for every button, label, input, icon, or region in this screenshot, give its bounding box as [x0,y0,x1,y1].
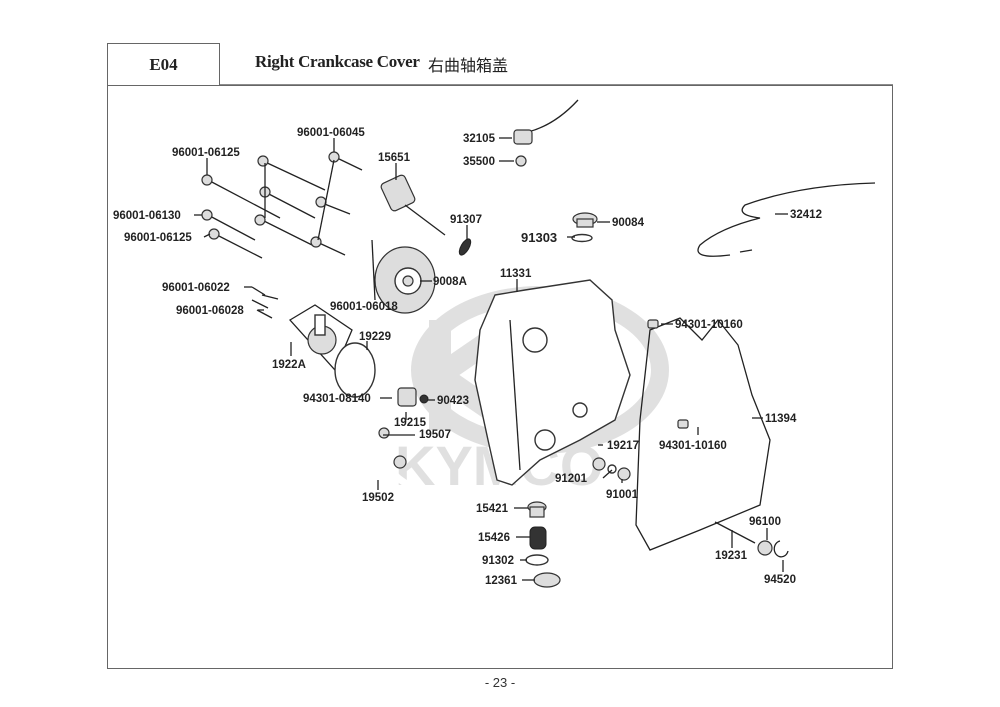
label-96001-06130: 96001-06130 [113,210,181,222]
label-96001-06125-2: 96001-06125 [124,232,192,244]
label-96100: 96100 [749,516,781,528]
label-35500: 35500 [463,156,495,168]
label-15651: 15651 [378,152,411,164]
part-15651-drawing [380,174,446,236]
label-19502: 19502 [362,492,394,504]
label-15421: 15421 [476,503,509,515]
label-91201: 91201 [555,473,588,485]
bolts-group [201,151,363,259]
label-19229: 19229 [359,331,391,343]
page-title: Right Crankcase Cover [255,52,420,71]
label-32105: 32105 [463,133,496,145]
part-32105-drawing [513,99,579,167]
label-91001: 91001 [606,489,639,501]
part-90084-drawing [571,212,598,243]
page-title-chinese: 右曲轴箱盖 [428,56,509,75]
label-91307: 91307 [450,214,482,226]
part-1922A-drawing [288,304,353,372]
label-11331: 11331 [500,268,532,280]
label-96001-06022: 96001-06022 [162,282,230,294]
label-96001-06018: 96001-06018 [330,301,398,313]
section-code: E04 [107,43,220,86]
part-91307-drawing [458,238,472,256]
label-96001-06125: 96001-06125 [172,147,240,159]
label-11394: 11394 [765,413,797,425]
label-9008A: 9008A [433,276,467,288]
label-19231: 19231 [715,550,748,562]
label-94301-10160-2: 94301-10160 [659,440,727,452]
label-19217: 19217 [607,440,639,452]
part-11331-drawing [474,279,631,486]
strainer-stack-drawing [525,501,561,588]
seals-drawing [592,457,631,481]
label-94301-10160: 94301-10160 [675,319,743,331]
label-91302: 91302 [482,555,514,567]
label-19507: 19507 [419,429,451,441]
label-91303: 91303 [521,230,557,245]
part-labels: 96001-06125 96001-06045 15651 32105 3550… [113,127,822,587]
part-32412-drawing [697,182,876,257]
part-19502-drawing [351,427,419,494]
part-19215-drawing [397,387,429,407]
label-1922A: 1922A [272,359,306,371]
label-19215: 19215 [394,417,427,429]
part-11394-drawing [635,317,771,551]
shaft-drawing [714,521,789,558]
label-94520: 94520 [764,574,796,586]
label-96001-06028: 96001-06028 [176,305,244,317]
part-94301-10160a-drawing [647,319,659,329]
part-19229-drawing [334,342,376,398]
label-90084: 90084 [612,217,645,229]
label-96001-06045: 96001-06045 [297,127,365,139]
label-15426: 15426 [478,532,510,544]
label-12361: 12361 [485,575,518,587]
part-94301-10160b-drawing [677,419,689,429]
label-32412: 32412 [790,209,822,221]
label-90423: 90423 [437,395,469,407]
part-96001-06022-drawing [251,286,279,319]
page-number: - 23 - [484,675,516,690]
leader-lines [194,137,788,581]
label-94301-08140: 94301-08140 [303,393,371,405]
